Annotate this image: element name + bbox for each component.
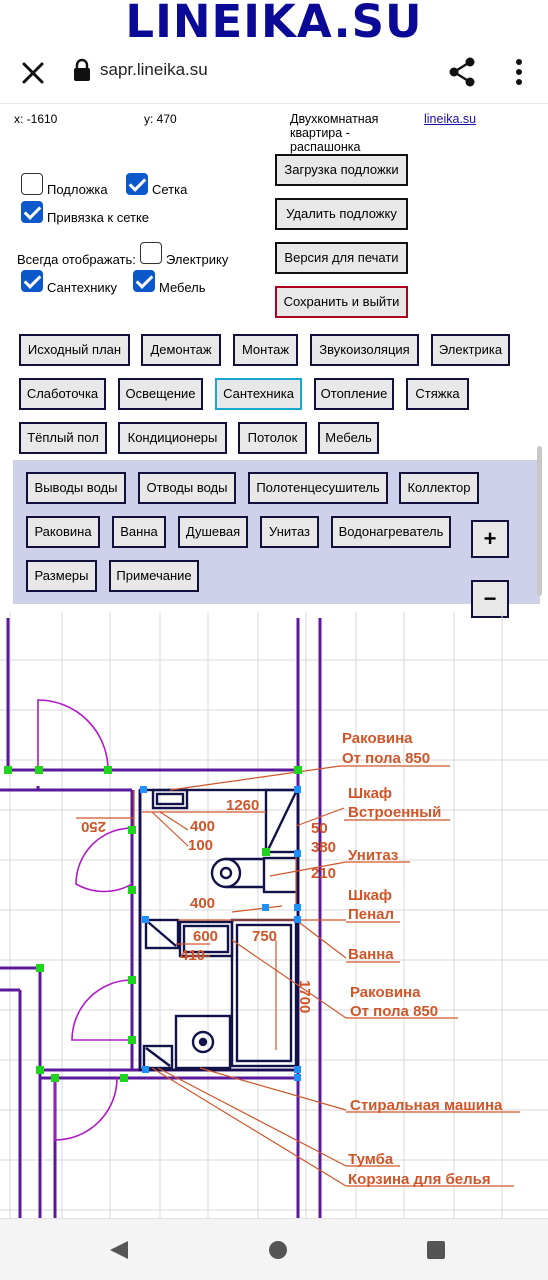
tool-button[interactable]: Душевая	[178, 516, 248, 548]
recent-apps-icon[interactable]	[426, 1240, 446, 1260]
tool-button[interactable]: Коллектор	[399, 472, 479, 504]
dim-400-b: 400	[190, 895, 215, 912]
note-sink-height: От пола 850	[342, 750, 430, 767]
dim-750: 750	[252, 928, 277, 945]
dim-50: 50	[311, 820, 328, 837]
print-version-button[interactable]: Версия для печати	[275, 242, 408, 274]
note-sink-2: Раковина	[350, 984, 421, 1001]
wall-nodes	[4, 766, 302, 1082]
note-leaders	[151, 765, 520, 1187]
tool-button[interactable]: Размеры	[26, 560, 97, 592]
tool-button[interactable]: Раковина	[26, 516, 100, 548]
grid-checkbox[interactable]	[126, 173, 148, 195]
back-icon[interactable]	[108, 1239, 130, 1261]
tool-button[interactable]: Примечание	[109, 560, 199, 592]
stage-button[interactable]: Исходный план	[19, 334, 130, 366]
dim-600: 600	[193, 928, 218, 945]
snap-label: Привязка к сетке	[47, 210, 150, 225]
electrics-checkbox[interactable]	[140, 242, 162, 264]
note-wardrobe-builtin: Встроенный	[348, 804, 441, 821]
door-arcs	[37, 699, 133, 1141]
note-bath: Ванна	[348, 946, 394, 963]
dimension-labels: 250 1260 400 100 50 380 210 400 600 750 …	[81, 797, 336, 1013]
electrics-label: Электрику	[166, 252, 229, 267]
plan-drawing[interactable]: 250 1260 400 100 50 380 210 400 600 750 …	[0, 612, 548, 1218]
tool-button[interactable]: Унитаз	[260, 516, 319, 548]
dim-380: 380	[311, 839, 336, 856]
stage-button[interactable]: Стяжка	[406, 378, 469, 410]
bathroom-fixtures	[138, 788, 300, 1072]
note-wardrobe: Шкаф	[348, 785, 392, 802]
dimension-lines	[76, 790, 297, 1050]
delete-underlay-button[interactable]: Удалить подложку	[275, 198, 408, 230]
close-icon[interactable]	[18, 58, 48, 88]
note-toilet: Унитаз	[348, 847, 398, 864]
note-laundry-basket: Корзина для белья	[348, 1171, 491, 1188]
dim-1260: 1260	[226, 797, 259, 814]
stage-button[interactable]: Потолок	[238, 422, 307, 454]
y-coordinate: y: 470	[144, 112, 177, 126]
note-stand: Тумба	[348, 1151, 394, 1168]
note-sink-2-height: От пола 850	[350, 1003, 438, 1020]
dim-1700: 1700	[296, 980, 313, 1013]
stage-button[interactable]: Кондиционеры	[118, 422, 227, 454]
note-labels: Раковина От пола 850 Шкаф Встроенный Уни…	[342, 730, 503, 1188]
plan-title: Двухкомнатная квартира - распашонка	[290, 112, 379, 154]
stage-button-active[interactable]: Сантехника	[215, 378, 302, 410]
tool-button[interactable]: Ванна	[112, 516, 166, 548]
stage-button[interactable]: Тёплый пол	[19, 422, 107, 454]
stage-button[interactable]: Освещение	[118, 378, 203, 410]
share-icon[interactable]	[446, 56, 478, 88]
stage-button[interactable]: Мебель	[318, 422, 379, 454]
plumbing-checkbox[interactable]	[21, 270, 43, 292]
save-exit-button[interactable]: Сохранить и выйти	[275, 286, 408, 318]
tool-button[interactable]: Водонагреватель	[331, 516, 451, 548]
underlay-label: Подложка	[47, 182, 108, 197]
stage-button[interactable]: Монтаж	[233, 334, 298, 366]
grid-label: Сетка	[152, 182, 188, 197]
note-sink: Раковина	[342, 730, 413, 747]
stage-button[interactable]: Демонтаж	[141, 334, 221, 366]
underlay-checkbox[interactable]	[21, 173, 43, 195]
dim-400: 400	[190, 818, 215, 835]
panel-scrollbar[interactable]	[537, 446, 542, 596]
always-show-label: Всегда отображать:	[17, 252, 136, 267]
note-cabinet-pencil: Пенал	[348, 906, 394, 923]
x-coordinate: x: -1610	[14, 112, 58, 126]
dim-410: 410	[180, 947, 205, 964]
load-underlay-button[interactable]: Загрузка подложки	[275, 154, 408, 186]
system-navigation-bar	[0, 1218, 548, 1280]
grid-lines	[0, 612, 548, 1218]
browser-toolbar: sapr.lineika.su	[0, 44, 548, 104]
zoom-in-button[interactable]: +	[471, 520, 509, 558]
more-menu-icon[interactable]	[506, 56, 532, 88]
stage-button[interactable]: Электрика	[431, 334, 510, 366]
tool-button[interactable]: Полотенцесушитель	[248, 472, 388, 504]
note-cabinet: Шкаф	[348, 887, 392, 904]
zoom-out-button[interactable]: −	[471, 580, 509, 618]
dim-100: 100	[188, 837, 213, 854]
plan-canvas[interactable]: 250 1260 400 100 50 380 210 400 600 750 …	[0, 612, 548, 1218]
site-link[interactable]: lineika.su	[424, 112, 477, 126]
stage-button[interactable]: Звукоизоляция	[310, 334, 419, 366]
fixture-nodes	[140, 786, 301, 1081]
dim-210: 210	[311, 865, 336, 882]
stage-button[interactable]: Слаботочка	[19, 378, 106, 410]
tool-button[interactable]: Отводы воды	[138, 472, 236, 504]
snap-checkbox[interactable]	[21, 201, 43, 223]
home-icon[interactable]	[268, 1240, 288, 1260]
dim-250: 250	[81, 818, 106, 835]
lock-icon	[74, 58, 90, 81]
brand-banner: LINEIKA.SU	[125, 0, 423, 48]
tool-button[interactable]: Выводы воды	[26, 472, 126, 504]
stage-button[interactable]: Отопление	[314, 378, 394, 410]
furniture-label: Мебель	[159, 280, 206, 295]
plumbing-label: Сантехнику	[47, 280, 117, 295]
note-washing-machine: Стиральная машина	[350, 1097, 503, 1114]
furniture-checkbox[interactable]	[133, 270, 155, 292]
address-bar-url[interactable]: sapr.lineika.su	[100, 60, 208, 79]
